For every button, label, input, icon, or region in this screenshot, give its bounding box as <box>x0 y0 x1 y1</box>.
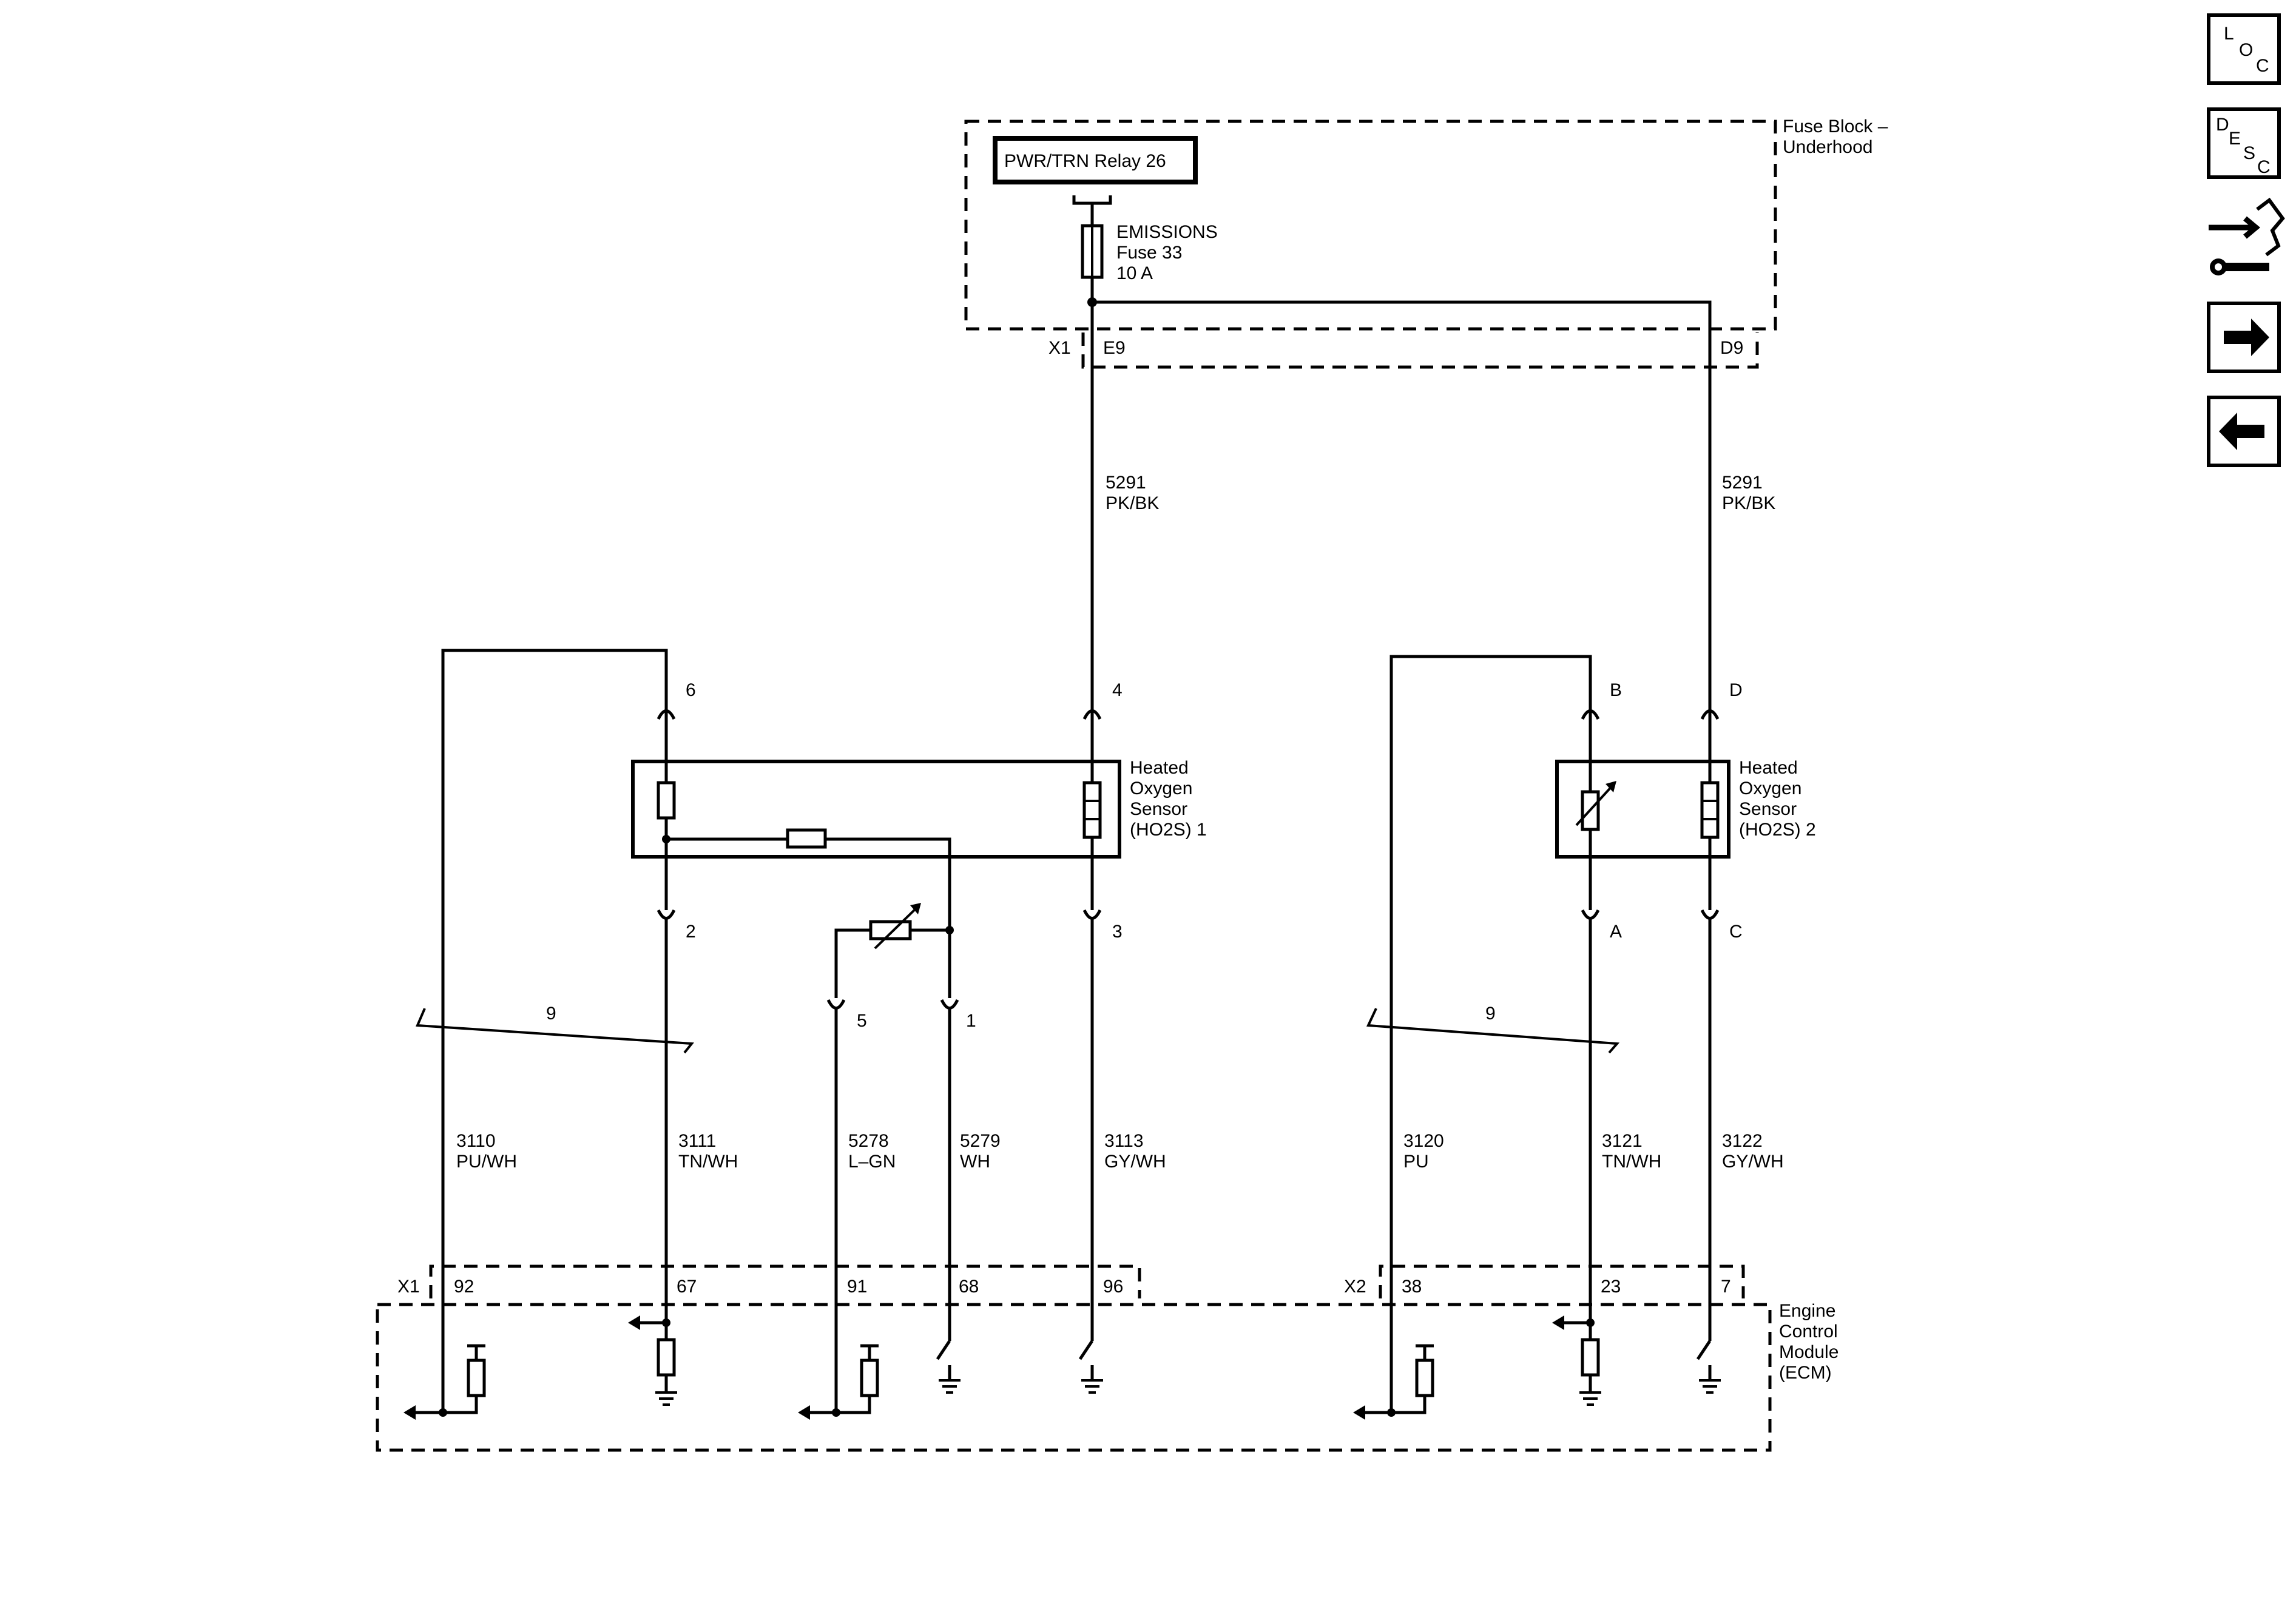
sensor2-name-4: (HO2S) 2 <box>1739 820 1816 840</box>
pin-3: 3 <box>1112 922 1123 942</box>
sensor2-heater-icon <box>1700 781 1720 839</box>
pin-c: C <box>1729 922 1743 942</box>
ecm-connector-x2: X2 <box>1344 1277 1366 1297</box>
sensor-element-icon <box>1082 781 1102 839</box>
connector-wrench-icon[interactable] <box>2209 197 2285 275</box>
pin-d9: D9 <box>1720 338 1743 358</box>
wire-3121-circuit: 3121 <box>1602 1131 1643 1151</box>
arrow-left-icon <box>2219 413 2264 450</box>
wire-3110-color: PU/WH <box>456 1152 517 1172</box>
wire-5278-circuit: 5278 <box>848 1131 889 1151</box>
next-button[interactable] <box>2207 302 2281 373</box>
ecm-name-3: Module <box>1779 1342 1838 1362</box>
wire-5291-right-circuit: 5291 <box>1722 473 1763 493</box>
pin-a: A <box>1610 922 1622 942</box>
wire-3110-circuit: 3110 <box>456 1131 496 1151</box>
pin-e9: E9 <box>1103 338 1126 358</box>
wire-3111-color: TN/WH <box>678 1152 738 1172</box>
loc-button[interactable]: L O C <box>2207 13 2281 85</box>
fuse-block-underhood: Fuse Block – Underhood PWR/TRN Relay 26 … <box>964 116 1888 369</box>
fuse-number: Fuse 33 <box>1116 243 1182 263</box>
ho2s-2: Heated Oxygen Sensor (HO2S) 2 B A D C 9 <box>1366 680 1816 1054</box>
fuse-rating: 10 A <box>1116 263 1153 283</box>
pin-6: 6 <box>686 680 696 700</box>
wire-3120-color: PU <box>1403 1152 1429 1172</box>
wire-3113-color: GY/WH <box>1104 1152 1166 1172</box>
sensor2-name-3: Sensor <box>1739 799 1797 819</box>
desc-letter-c: C <box>2257 157 2271 177</box>
desc-letter-d: D <box>2216 115 2229 135</box>
wire-5279-color: WH <box>960 1152 990 1172</box>
wire-5291-left-circuit: 5291 <box>1106 473 1146 493</box>
pin-d: D <box>1729 680 1743 700</box>
sensor1-name-2: Oxygen <box>1130 778 1192 798</box>
ecm-pin-96: 96 <box>1103 1277 1123 1297</box>
wire-5291-right-color: PK/BK <box>1722 493 1775 513</box>
ecm-name-4: (ECM) <box>1779 1363 1832 1383</box>
bottom-wire-labels: 3110 PU/WH 3111 TN/WH 5278 L–GN 5279 WH … <box>456 1131 1784 1172</box>
fuse-block-title: Fuse Block – <box>1783 116 1888 137</box>
pin-1: 1 <box>966 1011 976 1031</box>
engine-control-module: Engine Control Module (ECM) X1 92 67 91 … <box>376 1264 1838 1452</box>
ecm-pin-7: 7 <box>1721 1277 1731 1297</box>
pin-4: 4 <box>1112 680 1123 700</box>
ecm-pin-23: 23 <box>1601 1277 1621 1297</box>
ecm-name-1: Engine <box>1779 1301 1835 1321</box>
ecm-pin-38: 38 <box>1402 1277 1422 1297</box>
relay-label: PWR/TRN Relay 26 <box>1004 151 1166 171</box>
ho2s-1: Heated Oxygen Sensor (HO2S) 1 6 2 4 3 <box>416 680 1207 1054</box>
heater-element-icon <box>657 781 676 820</box>
wire-5279-circuit: 5279 <box>960 1131 1001 1151</box>
fuse-name: EMISSIONS <box>1116 222 1218 242</box>
ecm-name-2: Control <box>1779 1322 1838 1342</box>
pin-5: 5 <box>857 1011 867 1031</box>
loc-letter-l: L <box>2224 24 2234 44</box>
twist-marker-2: 9 <box>1485 1004 1496 1024</box>
pin-b: B <box>1610 680 1622 700</box>
ecm-pin-68: 68 <box>959 1277 979 1297</box>
sensor2-name-1: Heated <box>1739 758 1798 778</box>
internal-resistor-icon <box>786 828 827 849</box>
wire-3121-color: TN/WH <box>1602 1152 1661 1172</box>
twist-marker-1: 9 <box>546 1004 556 1024</box>
sensor1-name-3: Sensor <box>1130 799 1187 819</box>
loc-letter-o: O <box>2239 40 2253 60</box>
desc-button[interactable]: D E S C <box>2207 107 2281 179</box>
wire-3122-circuit: 3122 <box>1722 1131 1763 1151</box>
desc-letter-e: E <box>2229 129 2241 149</box>
wire-3122-color: GY/WH <box>1722 1152 1784 1172</box>
sensor2-name-2: Oxygen <box>1739 778 1801 798</box>
wire-5291-left-color: PK/BK <box>1106 493 1159 513</box>
prev-button[interactable] <box>2207 396 2281 467</box>
ecm-pin-91: 91 <box>847 1277 867 1297</box>
wire-5278-color: L–GN <box>848 1152 896 1172</box>
sensor1-name-4: (HO2S) 1 <box>1130 820 1207 840</box>
fuse-block-connector: X1 <box>1048 338 1071 358</box>
relay-box <box>993 136 1198 184</box>
loc-letter-c: C <box>2256 56 2269 76</box>
ecm-connector-x1: X1 <box>397 1277 420 1297</box>
wire-3113-circuit: 3113 <box>1104 1131 1144 1151</box>
wire-3120-circuit: 3120 <box>1403 1131 1444 1151</box>
ecm-pin-67: 67 <box>677 1277 697 1297</box>
ecm-pin-92: 92 <box>454 1277 474 1297</box>
pin-2: 2 <box>686 922 696 942</box>
desc-letter-s: S <box>2243 143 2255 163</box>
wire-3111-circuit: 3111 <box>678 1131 716 1151</box>
variable-resistor-icon <box>869 920 912 940</box>
fuse-block-subtitle: Underhood <box>1783 137 1872 157</box>
sensor1-name-1: Heated <box>1130 758 1189 778</box>
arrow-right-icon <box>2224 319 2269 356</box>
